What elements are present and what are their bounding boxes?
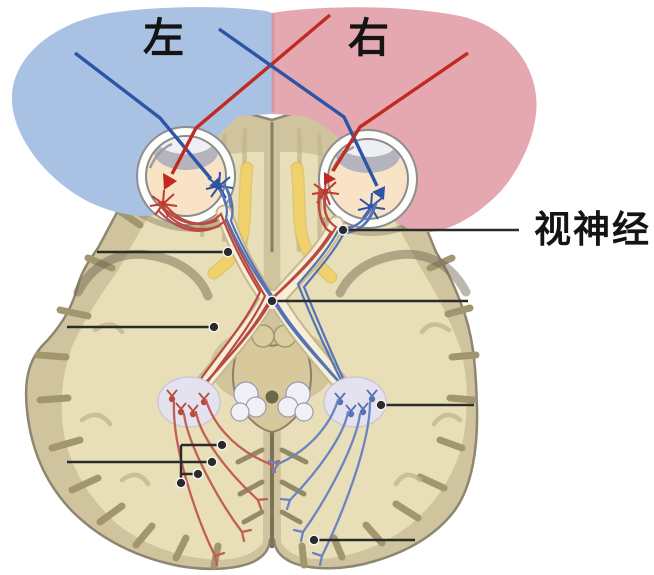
- callout-left-optic-nerve: [97, 246, 234, 258]
- pathway-fibers: [157, 183, 377, 388]
- left-lgn-group: [157, 376, 281, 567]
- light-ray-arrows: [73, 13, 469, 200]
- right-eye-lens: [330, 140, 407, 174]
- left-eye-lens: [148, 137, 225, 171]
- right-lgn-cell-bodies: [336, 395, 376, 418]
- callout-leaders: [67, 224, 519, 546]
- peduncle-clusters: [230, 381, 314, 422]
- right-lateral-geniculate: [323, 376, 387, 428]
- optic-nerve-label: 视神经: [534, 209, 651, 250]
- olfactory-tracts: [207, 161, 338, 284]
- callout-optic-chiasm: [266, 295, 468, 307]
- callout-right-lgn: [375, 399, 474, 411]
- blue-ray-to-left-eye: [73, 51, 221, 190]
- right-visual-field-shape: [272, 7, 537, 233]
- olfactory-tract-left: [209, 163, 252, 278]
- callout-right-occipital-cortex: [308, 534, 415, 546]
- left-eye: [136, 126, 236, 231]
- callout-right-optic-nerve: [337, 224, 519, 236]
- right-lgn-group: [267, 376, 387, 567]
- right-lgn-synapses: [334, 389, 378, 412]
- right-visual-field-label: 右: [348, 15, 390, 61]
- left-visual-field-label: 左: [143, 15, 185, 61]
- right-optic-radiation: [267, 398, 372, 567]
- callout-left-optic-radiation: [67, 439, 228, 489]
- left-lateral-geniculate: [157, 376, 221, 428]
- callout-left-optic-tract: [67, 321, 220, 333]
- left-lgn-synapses: [166, 389, 210, 412]
- blue-ray-to-right-eye: [218, 27, 385, 200]
- left-lgn-cell-bodies: [168, 395, 208, 418]
- red-ray-to-left-eye: [163, 13, 332, 190]
- red-ray-to-right-eye: [324, 51, 469, 185]
- cerebral-aqueduct: [265, 390, 279, 404]
- left-visual-field-shape: [11, 7, 272, 216]
